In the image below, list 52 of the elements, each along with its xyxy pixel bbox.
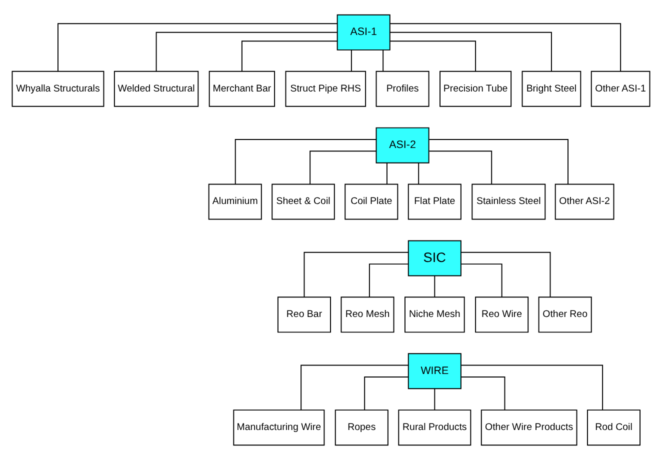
connector xyxy=(460,264,502,298)
node-box: Other ASI-1 xyxy=(590,70,650,107)
node-box: Profiles xyxy=(376,70,430,107)
connector xyxy=(390,23,622,72)
node-box: Flat Plate xyxy=(408,184,462,220)
node-box: Reo Mesh xyxy=(340,296,394,333)
node-box: Merchant Bar xyxy=(208,70,276,107)
connector xyxy=(460,364,604,410)
connector xyxy=(234,139,377,185)
connector xyxy=(304,252,409,298)
connector xyxy=(418,162,420,185)
node-box: Other Reo xyxy=(538,296,592,333)
node-box: ASI-1 xyxy=(336,14,390,50)
node-box: Rod Coil xyxy=(586,410,641,446)
connector xyxy=(390,40,476,72)
connector xyxy=(428,139,568,185)
connector xyxy=(310,150,377,185)
connector xyxy=(156,32,338,72)
connector xyxy=(386,162,388,185)
node-box: Reo Wire xyxy=(475,296,529,333)
node-box: Sheet & Coil xyxy=(272,184,335,220)
connector xyxy=(58,23,338,72)
node-box: Precision Tube xyxy=(440,70,512,107)
node-box: Niche Mesh xyxy=(404,296,465,333)
connector xyxy=(350,49,352,72)
node-box: Aluminium xyxy=(208,184,262,220)
node-box: Manufacturing Wire xyxy=(233,410,325,446)
connector xyxy=(428,150,492,185)
node-box: Bright Steel xyxy=(522,70,582,107)
node-box: SIC xyxy=(408,240,462,276)
node-box: Stainless Steel xyxy=(472,184,546,220)
connector xyxy=(382,49,384,72)
connector xyxy=(434,388,436,410)
node-box: Whyalla Structurals xyxy=(12,70,104,107)
connector xyxy=(460,252,551,298)
node-box: Other Wire Products xyxy=(480,410,578,446)
connector xyxy=(460,376,506,410)
node-box: ASI-2 xyxy=(376,127,430,164)
connector xyxy=(241,40,338,72)
node-box: WIRE xyxy=(408,353,462,390)
connector xyxy=(364,376,409,410)
connector xyxy=(300,364,409,410)
node-box: Welded Structural xyxy=(114,70,199,107)
connector xyxy=(434,275,436,298)
node-box: Reo Bar xyxy=(277,296,331,333)
node-box: Other ASI-2 xyxy=(554,184,614,220)
node-box: Rural Products xyxy=(398,410,472,446)
node-box: Struct Pipe RHS xyxy=(285,70,366,107)
connector xyxy=(390,32,552,72)
node-box: Coil Plate xyxy=(344,184,398,220)
node-box: Ropes xyxy=(334,410,388,446)
connector xyxy=(368,264,409,298)
